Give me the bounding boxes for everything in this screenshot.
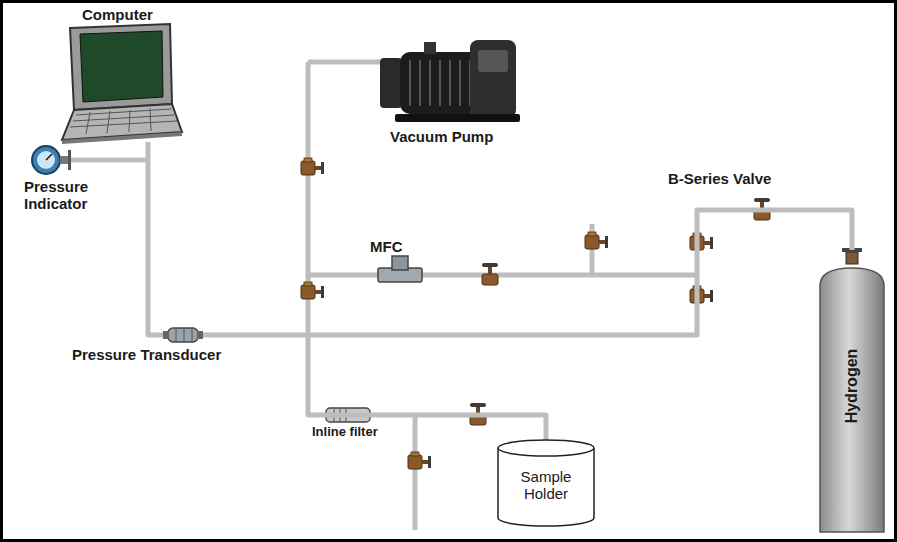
part-label: Computer	[82, 6, 153, 23]
part-label: MFC	[370, 238, 403, 255]
pressure-transducer	[163, 328, 203, 342]
part-label: B-Series Valve	[668, 170, 771, 187]
sample-holder: Sample Holder	[496, 438, 596, 528]
computer-icon	[62, 24, 182, 144]
valves	[301, 158, 770, 469]
part-label: Vacuum Pump	[390, 128, 493, 145]
mass-flow-controller	[378, 256, 422, 282]
part-label: Inline filter	[312, 425, 378, 440]
cylinder-valve	[842, 248, 862, 264]
gas-cylinder: Hydrogen	[818, 264, 886, 534]
gas-line	[308, 210, 852, 440]
part-label: Pressure Indicator	[24, 178, 108, 213]
vacuum-pump	[380, 40, 520, 122]
part-label: Pressure Transducer	[72, 346, 221, 363]
cylinder-label: Hydrogen	[843, 348, 861, 423]
pressure-gauge	[32, 146, 71, 174]
holder-label: Sample Holder	[496, 438, 596, 503]
